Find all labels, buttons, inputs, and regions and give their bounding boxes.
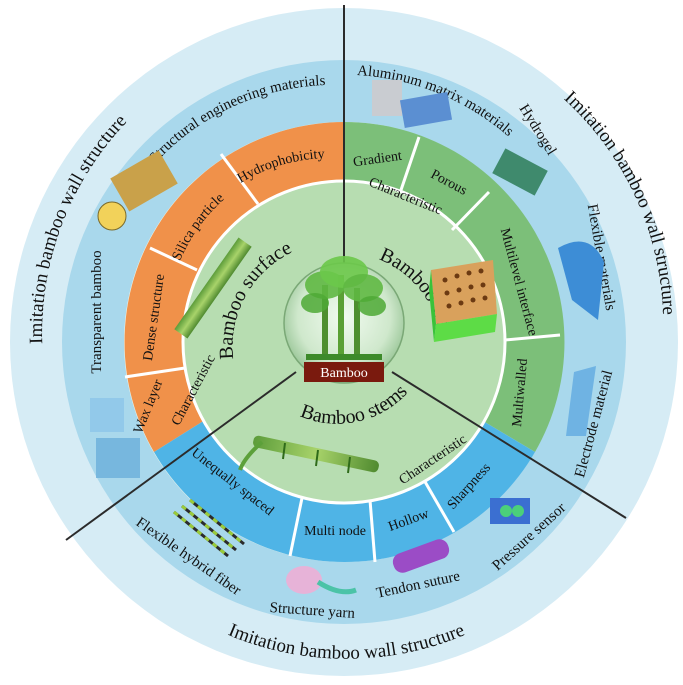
app-yarn-label: Structure yarn [269,600,356,622]
wall-seg-gradient: Gradient [352,149,403,171]
center-label: Bamboo [320,366,367,381]
hydrogel-thumbnail [492,148,548,196]
center-globe: Bamboo [283,256,405,384]
app-transparent-label: Transparent bamboo [89,250,105,373]
wall-seg-multiwalled: Multiwalled [510,358,531,427]
bamboo-plant-icon [301,256,386,360]
bamboo-stem-illustration [238,435,379,474]
aluminum-material-thumbnail [372,80,453,128]
segment-dividers [124,136,561,563]
flexible-material-thumbnail [558,241,604,320]
stems-seg-multinode: Multi node [304,524,366,539]
electrode-material-thumbnail [566,366,596,436]
stems-band [154,420,535,562]
center-label-box [304,362,384,382]
structure-yarn-thumbnail [286,566,357,595]
wall-band [344,121,565,453]
flexible-fiber-thumbnail [173,498,245,558]
bamboo-segment-illustration [174,237,252,339]
section-dividers [65,5,627,541]
transparent-bamboo-thumbnail [90,398,140,478]
structural-material-thumbnail [97,150,178,231]
pressure-sensor-thumbnail [490,498,530,524]
porous-block-illustration [429,260,497,342]
tendon-suture-thumbnail [392,539,450,573]
